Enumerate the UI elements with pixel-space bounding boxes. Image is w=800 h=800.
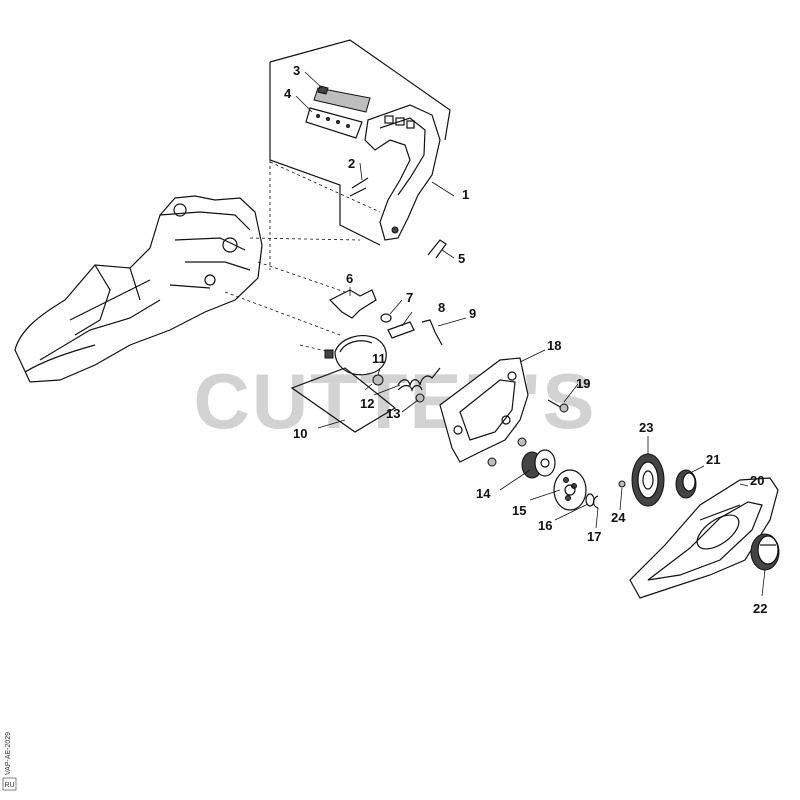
callout-6: 6 — [346, 271, 353, 286]
callout-3: 3 — [293, 63, 300, 78]
watermark: CUTTER'S — [194, 357, 597, 445]
callout-labels: 1 2 3 4 5 6 7 8 9 10 11 12 13 14 15 16 1… — [284, 63, 767, 616]
callout-12: 12 — [360, 396, 374, 411]
side-code-text: VAP-AE-2029 — [5, 732, 12, 775]
callout-23: 23 — [639, 420, 653, 435]
part-1-hand-guard — [269, 39, 451, 246]
callout-7: 7 — [406, 290, 413, 305]
part-9-spring-wire — [421, 319, 443, 346]
part-10-gasket — [290, 367, 397, 433]
callout-18: 18 — [547, 338, 561, 353]
part-24-nut — [618, 480, 626, 488]
part-17-e-clip — [592, 495, 599, 509]
callout-11: 11 — [372, 351, 386, 366]
callout-10: 10 — [293, 426, 307, 441]
leader-lines — [295, 71, 766, 597]
part-4-label-plate — [305, 107, 363, 139]
brake-band — [324, 335, 387, 376]
callout-5: 5 — [458, 251, 465, 266]
part-12-coil-spring — [397, 367, 441, 392]
part-5-clip — [427, 239, 447, 259]
callout-19: 19 — [576, 376, 590, 391]
part-19-bolt — [547, 399, 569, 413]
part-3-strip — [313, 85, 371, 113]
callout-20: 20 — [750, 473, 764, 488]
chainsaw-housing — [14, 195, 263, 383]
part-22-knob — [750, 533, 780, 571]
callout-8: 8 — [438, 300, 445, 315]
callout-9: 9 — [469, 306, 476, 321]
callout-14: 14 — [476, 486, 491, 501]
callout-22: 22 — [753, 601, 767, 616]
part-21-tensioner-wheel — [675, 469, 697, 499]
callout-13: 13 — [386, 406, 400, 421]
part-6-bell-crank — [328, 289, 377, 319]
part-23-rim-sprocket — [631, 453, 665, 507]
callout-21: 21 — [706, 452, 720, 467]
callout-16: 16 — [538, 518, 552, 533]
cover-screws — [487, 437, 527, 467]
part-8-link — [387, 321, 415, 339]
callout-1: 1 — [462, 187, 469, 202]
part-2-pin — [349, 177, 369, 197]
callout-15: 15 — [512, 503, 526, 518]
part-18-cover-plate — [439, 357, 529, 463]
part-7-washer — [380, 313, 392, 323]
part-15-clutch — [553, 469, 587, 511]
callout-17: 17 — [587, 529, 601, 544]
part-20-sprocket-cover — [629, 477, 779, 599]
callout-2: 2 — [348, 156, 355, 171]
callout-4: 4 — [284, 86, 292, 101]
part-14-clutch-drum — [521, 449, 556, 479]
side-code: VAP-AE-2029 RU — [2, 732, 17, 791]
callout-24: 24 — [611, 510, 626, 525]
side-badge: RU — [5, 782, 15, 789]
